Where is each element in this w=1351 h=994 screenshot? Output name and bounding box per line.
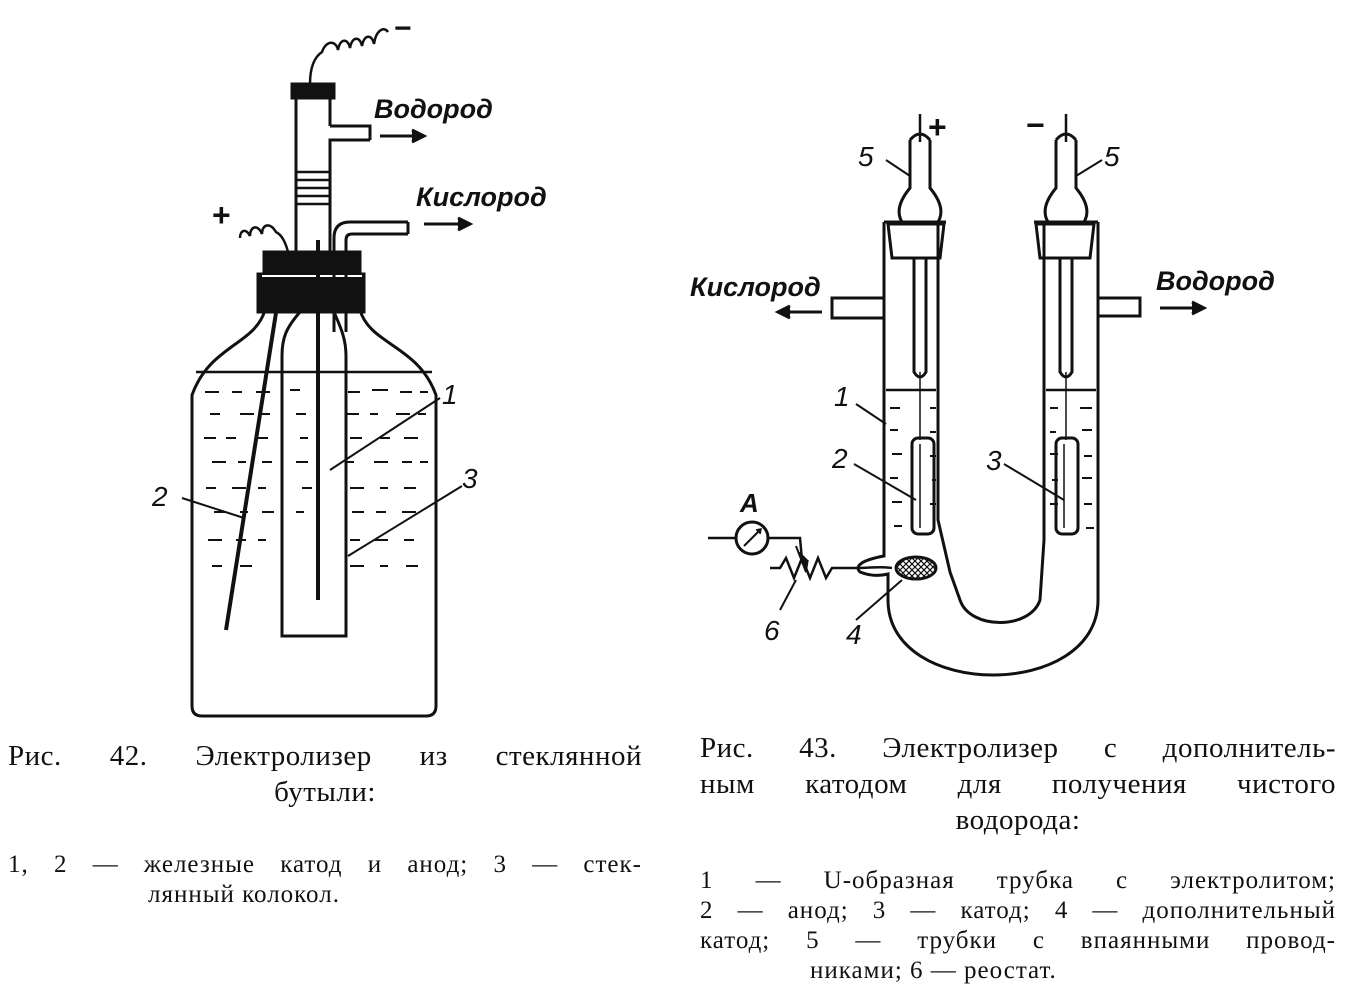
fig43-legend: 1 — U-образная трубка с электролитом; 2 … [700,866,1336,986]
fig43-label-n2: 2 [831,443,848,474]
fig42-legend: 1, 2 — железные катод и анод; 3 — стек- … [8,850,642,910]
fig42-caption-line1: Рис. 42. Электролизер из стеклянной [8,740,642,772]
fig43-u-tube [856,222,1100,677]
fig42-hydrogen-tube [294,96,372,252]
fig42-anode [224,299,280,631]
fig43-anode [910,436,936,536]
fig43-label-n4: 4 [846,619,862,650]
fig43-cathode [1054,436,1080,536]
fig42-glass-bell [280,311,348,638]
fig43-caption: Рис. 43. Электролизер с дополнитель- ным… [700,730,1336,838]
fig43-oxygen-outlet [830,296,884,320]
fig42-label-plus: + [212,197,231,233]
fig42-caption-line2: бутыли: [274,776,376,808]
fig43-rheostat [770,554,893,582]
fig43-extra-cathode [894,555,938,581]
fig42-diagram [181,28,474,718]
fig43-label-n6: 6 [764,615,780,646]
fig43-label-hydrogen: Водород [1156,266,1275,296]
fig43-stopper-right [1034,222,1096,260]
fig42-label-n1: 1 [442,379,458,410]
fig43-legend-line1: 1 — U-образная трубка с электролитом; [700,867,1336,894]
fig43-legend-line4: никами; 6 — реостат. [810,957,1057,984]
fig43-label-oxygen: Кислород [690,272,821,302]
fig42-arrows [380,128,474,232]
fig42-electrolyte [204,389,428,567]
fig42-legend-line1: 1, 2 — железные катод и анод; 3 — стек- [8,851,642,878]
fig42-label-n3: 3 [462,463,478,494]
fig42-label-oxygen: Кислород [416,182,547,212]
fig43-legend-line2: 2 — анод; 3 — катод; 4 — дополнительный [700,897,1336,924]
fig42-oxygen-tube [332,220,408,332]
fig42-bottle [190,309,438,718]
fig43-caption-line1: Рис. 43. Электролизер с дополнитель- [700,732,1336,764]
fig43-label-n5-right: 5 [1104,141,1120,172]
fig43-diagram [708,114,1208,677]
fig43-label-plus: + [928,109,947,145]
fig43-caption-line2: ным катодом для получения чистого [700,768,1336,800]
fig42-caption: Рис. 42. Электролизер из стеклянной буты… [8,738,642,810]
fig42-label-minus: − [394,12,412,45]
fig43-label-n1: 1 [834,381,850,412]
fig43-label-minus: − [1026,107,1045,143]
fig43-stopper-left [886,222,946,260]
fig43-label-n3: 3 [986,445,1002,476]
fig43-electrode-tube-right [1043,132,1089,379]
fig43-leaders [779,159,1103,621]
fig42-label-n2: 2 [151,481,168,512]
fig43-label-n5-left: 5 [858,141,874,172]
fig42-label-hydrogen: Водород [374,94,493,124]
fig43-arrows [774,300,1208,320]
fig42-plus-wire [238,224,290,253]
fig43-electrode-tube-left [897,132,943,379]
fig43-label-ammeter: A [739,488,759,518]
fig43-legend-line3: катод; 5 — трубки с впаянными провод- [700,927,1336,954]
fig42-minus-wire [308,28,390,85]
fig43-hydrogen-outlet [1098,296,1142,318]
fig42-leaders [181,397,463,557]
fig42-legend-line2: лянный колокол. [148,881,340,908]
fig42-stopper [256,272,366,314]
fig43-caption-line3: водорода: [955,804,1081,836]
